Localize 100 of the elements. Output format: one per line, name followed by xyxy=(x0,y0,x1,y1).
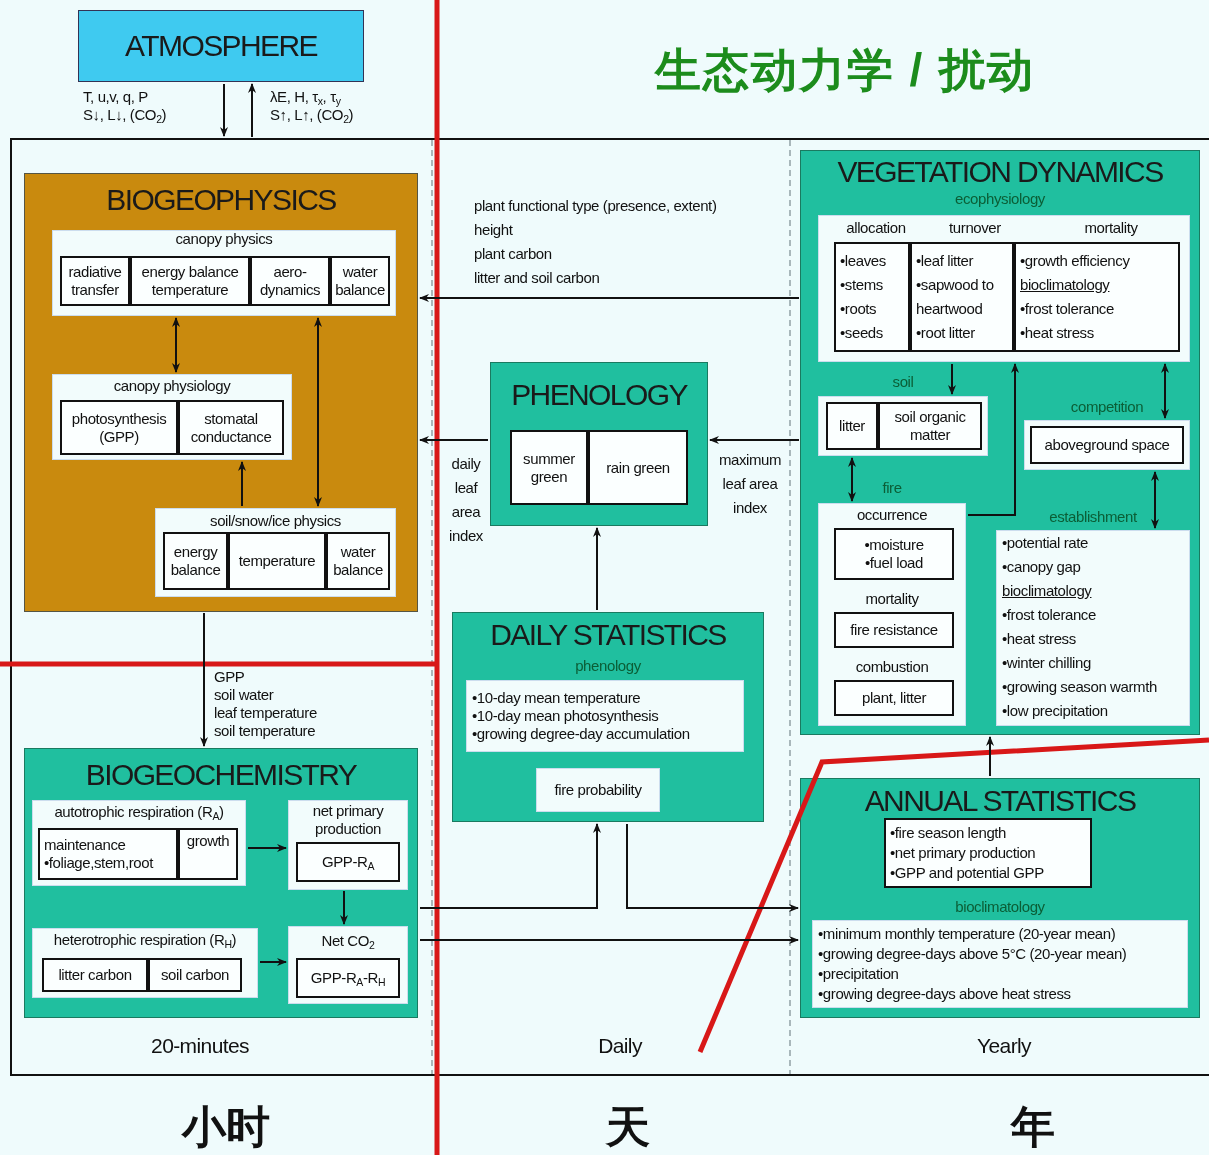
arrow xyxy=(220,83,228,137)
component-label: energy balance temperature xyxy=(141,263,239,299)
component-cell xyxy=(510,430,588,505)
module-box xyxy=(800,150,1200,735)
component-cell xyxy=(296,958,400,998)
list-text: •low precipitation xyxy=(1002,702,1109,720)
component-label: net primary production xyxy=(311,802,385,838)
module-heading: BIOGEOCHEMISTRY xyxy=(84,758,358,792)
component-panel xyxy=(818,215,1190,362)
time-unit-label: 年 xyxy=(1011,1101,1055,1153)
arrow xyxy=(709,436,800,444)
module-heading: ATMOSPHERE xyxy=(124,29,319,63)
component-cell xyxy=(834,612,954,648)
time-unit-label: 小时 xyxy=(182,1101,270,1153)
component-label: plant, litter xyxy=(862,689,926,707)
list-text: •10-day mean temperature •10-day mean photosynthesis •growing degree-day accumulation xyxy=(472,689,690,743)
time-unit-label: 天 xyxy=(606,1101,650,1153)
list-text: bioclimatology xyxy=(1020,275,1110,295)
component-label: energy balance xyxy=(170,543,221,579)
component-cell xyxy=(1014,242,1180,352)
section-label: phenology xyxy=(574,657,642,675)
diagram-title: 生态动力学 / 扰动 xyxy=(654,43,1036,98)
list-text: •fire season length •net primary production •GPP and potential GPP xyxy=(890,823,1044,883)
component-panel xyxy=(52,230,396,316)
component-panel xyxy=(32,800,246,886)
component-cell xyxy=(148,958,242,992)
component-label: mortality xyxy=(864,590,920,608)
component-label: stomatal conductance xyxy=(190,409,272,446)
module-heading: PHENOLOGY xyxy=(510,378,689,412)
arrow xyxy=(626,823,799,912)
component-label: litter carbon xyxy=(58,966,132,984)
list-text: •heat stress xyxy=(1020,323,1094,343)
list-text: •heat stress xyxy=(1002,630,1077,648)
component-cell xyxy=(178,400,284,455)
component-label: GPP-R$_{A}$-R$_{H}$ xyxy=(310,969,386,987)
component-label: fire probability xyxy=(554,781,642,799)
component-cell xyxy=(250,256,330,306)
component-panel xyxy=(288,926,408,1004)
component-label: occurrence xyxy=(855,506,929,524)
component-cell xyxy=(834,242,910,352)
component-label: photosynthesis (GPP) xyxy=(71,409,167,446)
component-label: growth xyxy=(186,832,230,850)
component-label: combustion xyxy=(854,658,930,676)
component-cell xyxy=(834,680,954,716)
component-cell xyxy=(884,818,1092,888)
arrow xyxy=(419,294,800,302)
section-label: establishment xyxy=(1048,508,1138,526)
module-heading: VEGETATION DYNAMICS xyxy=(836,155,1164,189)
section-label: bioclimatology xyxy=(954,898,1046,916)
section-label: fire xyxy=(881,479,903,497)
arrow xyxy=(967,363,1019,516)
component-cell xyxy=(60,256,130,306)
component-panel xyxy=(32,928,258,998)
component-label: Net CO$_{2}$ xyxy=(320,932,376,950)
component-cell xyxy=(296,842,400,882)
component-label: aero- dynamics xyxy=(259,263,321,299)
component-label: radiative transfer xyxy=(68,263,122,299)
component-label: summer green xyxy=(523,449,575,486)
arrow xyxy=(986,736,994,777)
component-cell xyxy=(228,532,326,590)
list-text: •leaf litter •sapwood to heartwood •root litter xyxy=(916,251,994,343)
component-label: fire resistance xyxy=(850,621,938,639)
component-cell xyxy=(60,400,178,455)
arrow xyxy=(593,527,601,611)
module-box xyxy=(24,173,418,612)
component-label: litter xyxy=(839,417,865,435)
list-text: •growth efficiency xyxy=(1020,251,1130,271)
double-arrow xyxy=(172,317,180,373)
list-text: bioclimatology xyxy=(1002,582,1093,600)
double-arrow xyxy=(314,317,322,507)
list-text: •leaves •stems •roots •seeds xyxy=(840,251,886,343)
module-box xyxy=(452,612,764,822)
double-arrow xyxy=(1151,471,1159,529)
component-cell xyxy=(130,256,250,306)
arrow xyxy=(419,436,489,444)
module-heading: ANNUAL STATISTICS xyxy=(863,784,1137,818)
component-cell xyxy=(588,430,688,505)
arrow xyxy=(248,83,256,138)
component-label: soil/snow/ice physics xyxy=(209,512,342,530)
component-label: soil carbon xyxy=(160,966,230,984)
list-text: •growing season warmth xyxy=(1002,678,1158,696)
component-label: aboveground space xyxy=(1044,436,1170,454)
component-label: turnover xyxy=(948,219,1002,237)
module-box xyxy=(24,748,418,1018)
component-cell xyxy=(38,828,178,880)
arrow xyxy=(238,461,246,507)
component-label: water balance xyxy=(333,543,383,579)
arrow xyxy=(200,612,208,747)
component-label: GPP-R$_{A}$ xyxy=(321,853,375,871)
section-label: soil xyxy=(891,373,915,391)
arrow xyxy=(419,823,601,909)
component-cell xyxy=(826,402,878,450)
list-text: •winter chilling xyxy=(1002,654,1092,672)
section-label: ecophysiology xyxy=(954,190,1046,208)
arrow xyxy=(247,844,287,852)
component-panel xyxy=(466,680,744,752)
component-panel xyxy=(812,920,1188,1008)
module-box xyxy=(800,778,1200,1018)
list-text: •frost tolerance xyxy=(1020,299,1114,319)
component-cell xyxy=(1030,426,1184,464)
